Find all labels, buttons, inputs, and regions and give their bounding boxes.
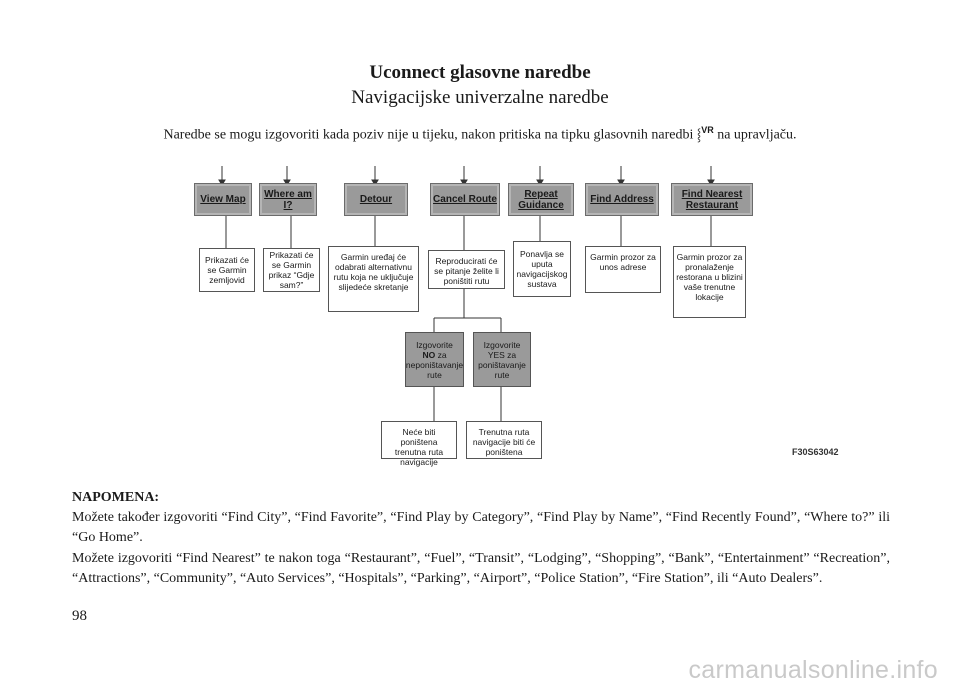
- figure-code: F30S63042: [792, 447, 839, 457]
- arrowhead: [536, 179, 544, 186]
- result-view-map: Prikazati će se Garmin zemljovid: [199, 248, 255, 292]
- intro-before: Naredbe se mogu izgovoriti kada poziv ni…: [163, 127, 694, 143]
- command-cancel-route: Cancel Route: [430, 183, 500, 216]
- result-detour: Garmin uređaj će odabrati alternativnu r…: [328, 246, 419, 312]
- result-repeat-guidance: Ponavlja se uputa navigacijskog sustava: [513, 241, 571, 297]
- page-number: 98: [72, 608, 87, 624]
- page-title: Uconnect glasovne naredbe: [369, 62, 591, 83]
- page-subtitle: Navigacijske univerzalne naredbe: [351, 87, 609, 108]
- intro-text: Naredbe se mogu izgovoriti kada poziv ni…: [0, 125, 960, 144]
- intro-after: na upravljaču.: [717, 127, 797, 143]
- result-where-am-i: Prikazati će se Garmin prikaz “Gdje sam?…: [263, 248, 320, 292]
- command-detour: Detour: [344, 183, 408, 216]
- voice-command-icon: ⸾: [696, 127, 702, 142]
- arrowhead: [617, 179, 625, 186]
- vr-label: VR: [701, 125, 714, 135]
- note-line-1: Možete također izgovoriti “Find City”, “…: [72, 510, 890, 545]
- command-find-nearest: Find Nearest Restaurant: [671, 183, 753, 216]
- watermark: carmanualsonline.info: [688, 656, 938, 684]
- command-view-map: View Map: [194, 183, 252, 216]
- say-yes-box: Izgovorite YES za poništavanje rute: [473, 332, 531, 387]
- result-find-nearest: Garmin prozor za pronalaženje restorana …: [673, 246, 746, 318]
- arrowhead: [707, 179, 715, 186]
- outcome-no: Neće biti poništena trenutna ruta naviga…: [381, 421, 457, 467]
- arrowhead: [460, 179, 468, 186]
- command-repeat-guidance: Repeat Guidance: [508, 183, 574, 216]
- result-cancel-route: Reproducirati će se pitanje želite li po…: [428, 250, 505, 289]
- note-title: NAPOMENA:: [72, 490, 160, 505]
- arrowhead: [218, 179, 226, 186]
- outcome-yes: Trenutna ruta navigacije biti će ponište…: [466, 421, 542, 459]
- arrowhead: [283, 179, 291, 186]
- note-line-2: Možete izgovoriti “Find Nearest” te nako…: [72, 551, 890, 586]
- command-where-am-i: Where am I?: [259, 183, 317, 216]
- command-find-address: Find Address: [585, 183, 659, 216]
- arrowhead: [371, 179, 379, 186]
- result-find-address: Garmin prozor za unos adrese: [585, 246, 661, 293]
